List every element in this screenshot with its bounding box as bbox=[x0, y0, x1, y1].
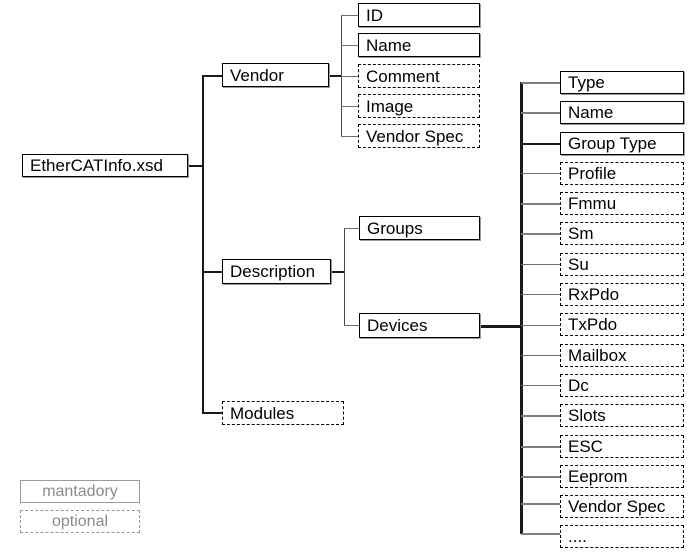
connector-devices-to-esc bbox=[521, 446, 560, 448]
node-device-name[interactable]: Name bbox=[560, 101, 684, 124]
connector-root-to-modules bbox=[202, 412, 223, 414]
node-modules[interactable]: Modules bbox=[222, 401, 344, 425]
node-label: Name bbox=[568, 103, 614, 122]
connector-description-to-groups bbox=[344, 228, 359, 229]
connector-vendor-to-image bbox=[341, 106, 359, 107]
connector-description-trunk bbox=[344, 228, 345, 326]
node-label: .... bbox=[568, 527, 587, 546]
node-label: Name bbox=[366, 35, 412, 55]
node-label: Type bbox=[568, 73, 605, 92]
node-device-group-type[interactable]: Group Type bbox=[560, 132, 684, 155]
connector-devices-to-profile bbox=[521, 173, 560, 174]
node-device-su[interactable]: Su bbox=[560, 253, 684, 276]
node-label: Fmmu bbox=[568, 194, 617, 213]
connector-devices-to-fmmu bbox=[521, 203, 560, 205]
node-label: Mailbox bbox=[568, 346, 627, 365]
node-device-slots[interactable]: Slots bbox=[560, 404, 684, 427]
node-label: Groups bbox=[367, 218, 423, 238]
node-label: Slots bbox=[568, 406, 606, 425]
node-device-type[interactable]: Type bbox=[560, 71, 684, 94]
node-label: Group Type bbox=[568, 134, 657, 153]
legend-label: optional bbox=[51, 512, 109, 530]
connector-devices-to-name bbox=[521, 112, 560, 114]
connector-description-to-devices bbox=[344, 325, 359, 326]
connector-root-stub bbox=[188, 165, 204, 167]
node-device-esc[interactable]: ESC bbox=[560, 435, 684, 458]
node-label: Description bbox=[230, 262, 316, 281]
node-label: ID bbox=[366, 5, 383, 25]
connector-devices-to-eeprom bbox=[521, 476, 560, 478]
node-label: Modules bbox=[230, 403, 295, 423]
node-label: Dc bbox=[568, 376, 589, 395]
connector-devices-to-sm bbox=[521, 233, 560, 235]
node-device-mailbox[interactable]: Mailbox bbox=[560, 344, 684, 367]
connector-vendor-to-id bbox=[341, 15, 359, 16]
node-devices[interactable]: Devices bbox=[359, 313, 480, 338]
node-label: ESC bbox=[568, 437, 603, 456]
node-description[interactable]: Description bbox=[222, 259, 331, 284]
node-groups[interactable]: Groups bbox=[359, 216, 480, 240]
node-vendor-id[interactable]: ID bbox=[358, 3, 480, 27]
connector-devices-to-vendorspec bbox=[521, 503, 560, 505]
connector-vendor-to-vendorspec bbox=[341, 136, 359, 137]
node-label: Profile bbox=[568, 164, 617, 183]
node-device-fmmu[interactable]: Fmmu bbox=[560, 192, 684, 215]
node-label: Vendor Spec bbox=[366, 126, 464, 146]
connector-devices-to-txpdo bbox=[521, 325, 560, 326]
legend-label: mantadory bbox=[42, 482, 118, 500]
connector-devices-to-dc bbox=[521, 385, 560, 386]
node-label: Comment bbox=[366, 66, 440, 86]
node-device-ellipsis[interactable]: .... bbox=[560, 525, 684, 548]
node-label: Vendor Spec bbox=[568, 497, 666, 516]
legend-item-optional: optional bbox=[20, 510, 140, 533]
node-vendor[interactable]: Vendor bbox=[222, 63, 329, 87]
node-label: EtherCATInfo.xsd bbox=[30, 156, 163, 175]
node-label: RxPdo bbox=[568, 285, 620, 304]
connector-devices-to-rxpdo bbox=[521, 294, 560, 295]
legend-item-mandatory: mantadory bbox=[20, 480, 140, 503]
node-root-ethercatinfo-xsd[interactable]: EtherCATInfo.xsd bbox=[22, 154, 188, 177]
node-device-vendor-spec[interactable]: Vendor Spec bbox=[560, 495, 684, 518]
connector-vendor-stub bbox=[328, 75, 342, 77]
node-label: Eeprom bbox=[568, 467, 628, 486]
node-label: Vendor bbox=[230, 65, 284, 85]
connector-devices-to-su bbox=[521, 264, 560, 265]
connector-devices-trunk bbox=[520, 82, 523, 534]
node-device-rxpdo[interactable]: RxPdo bbox=[560, 283, 684, 306]
node-vendor-comment[interactable]: Comment bbox=[358, 64, 480, 88]
node-device-profile[interactable]: Profile bbox=[560, 162, 684, 185]
connector-devices-to-mailbox bbox=[521, 355, 560, 356]
node-label: TxPdo bbox=[568, 315, 618, 334]
node-label: Image bbox=[366, 96, 414, 116]
connector-devices-to-ellipsis bbox=[521, 533, 560, 535]
node-vendor-image[interactable]: Image bbox=[358, 94, 480, 118]
connector-root-trunk bbox=[202, 75, 204, 413]
node-device-txpdo[interactable]: TxPdo bbox=[560, 313, 684, 336]
node-device-eeprom[interactable]: Eeprom bbox=[560, 465, 684, 488]
node-device-sm[interactable]: Sm bbox=[560, 222, 684, 245]
connector-devices-to-slots bbox=[521, 415, 560, 417]
connector-root-to-description bbox=[202, 271, 223, 273]
node-device-dc[interactable]: Dc bbox=[560, 374, 684, 397]
node-label: Devices bbox=[367, 316, 428, 335]
connector-description-stub bbox=[330, 271, 345, 273]
node-label: Sm bbox=[568, 224, 594, 243]
connector-devices-to-type bbox=[521, 82, 560, 84]
connector-vendor-to-name bbox=[341, 45, 359, 46]
connector-devices-to-group-type bbox=[521, 143, 560, 145]
connector-root-to-vendor bbox=[202, 75, 223, 77]
node-vendor-name[interactable]: Name bbox=[358, 33, 480, 57]
node-vendor-vendor-spec[interactable]: Vendor Spec bbox=[358, 124, 480, 148]
node-label: Su bbox=[568, 255, 589, 274]
connector-devices-stub bbox=[480, 325, 522, 328]
connector-vendor-to-comment bbox=[341, 76, 359, 77]
